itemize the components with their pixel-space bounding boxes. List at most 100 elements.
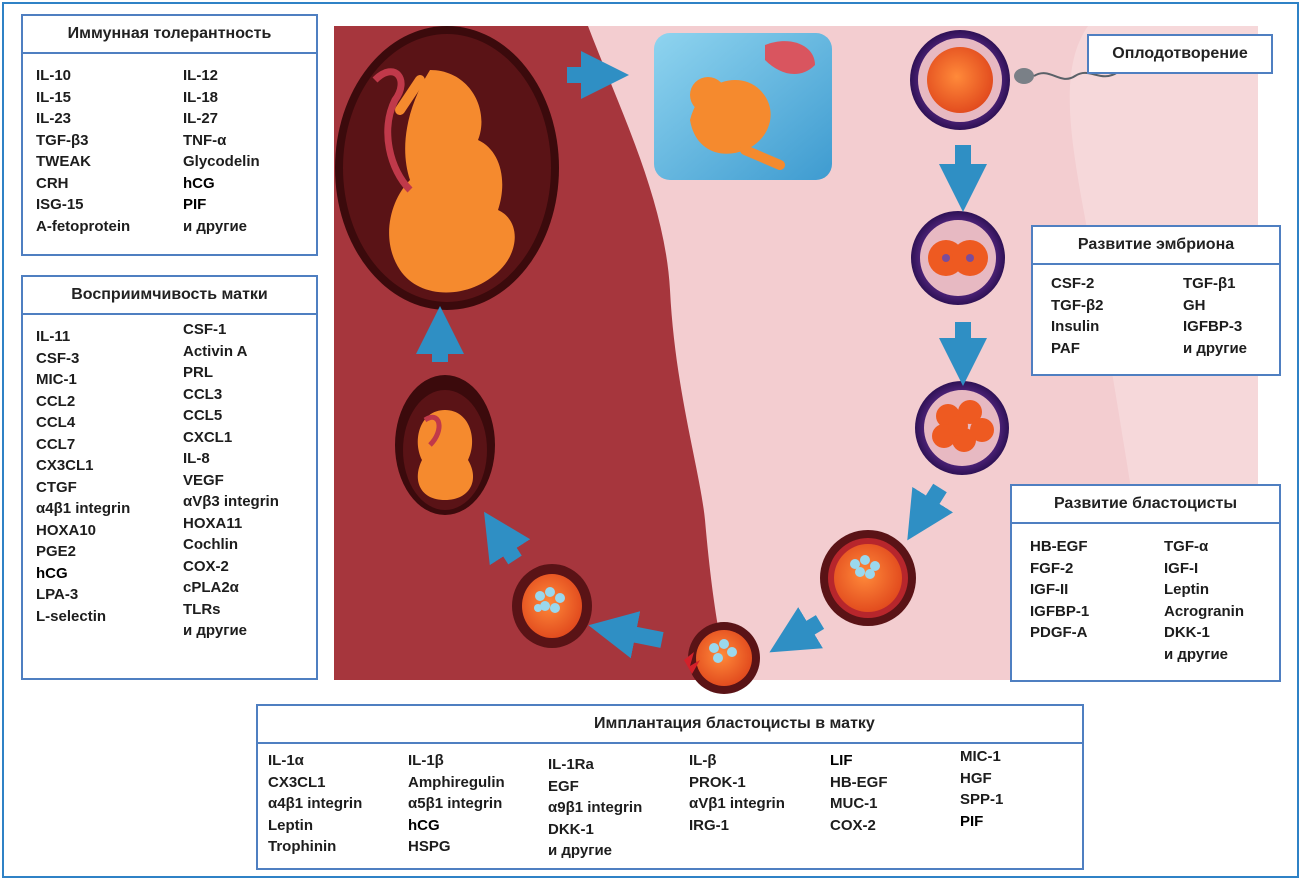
list-item: CX3CL1 (268, 772, 362, 794)
implantation-column-3: IL-1Ra EGF α9β1 integrin DKK-1 и другие (548, 754, 642, 862)
receptivity-left-column: IL-11 CSF-3 MIC-1 CCL2 CCL4 CCL7 CX3CL1 … (36, 326, 130, 627)
list-item: MIC-1 (960, 746, 1003, 768)
two-cell-embryo-icon (911, 211, 1005, 305)
list-item: TGF-β2 (1051, 295, 1104, 317)
list-item: IGF-II (1030, 579, 1089, 601)
blastocyst-development-box: Развитие бластоцисты HB-EGF FGF-2 IGF-II… (1010, 484, 1281, 682)
list-item: CSF-3 (36, 348, 130, 370)
list-item: CTGF (36, 477, 130, 499)
list-item: CSF-1 (183, 319, 279, 341)
list-item: FGF-2 (1030, 558, 1089, 580)
list-item: PIF (183, 194, 260, 216)
list-item: и другие (183, 216, 260, 238)
list-item: PROK-1 (689, 772, 785, 794)
list-item: TGF-β1 (1183, 273, 1247, 295)
list-item: HOXA10 (36, 520, 130, 542)
list-item: LIF (830, 750, 888, 772)
list-item: HB-EGF (1030, 536, 1089, 558)
list-item: IGFBP-1 (1030, 601, 1089, 623)
list-item: α4β1 integrin (36, 498, 130, 520)
list-item: Insulin (1051, 316, 1104, 338)
embryo-left-column: CSF-2 TGF-β2 Insulin PAF (1051, 273, 1104, 359)
list-item: hCG (36, 563, 130, 585)
list-item: COX-2 (183, 556, 279, 578)
list-item: αVβ3 integrin (183, 491, 279, 513)
implantation-column-2: IL-1β Amphiregulin α5β1 integrin hCG HSP… (408, 750, 505, 858)
list-item: IL-15 (36, 87, 130, 109)
list-item: MUC-1 (830, 793, 888, 815)
list-item: Leptin (1164, 579, 1244, 601)
list-item: CXCL1 (183, 427, 279, 449)
implantation-column-1: IL-1α CX3CL1 α4β1 integrin Leptin Trophi… (268, 750, 362, 858)
blastocyst-left-column: HB-EGF FGF-2 IGF-II IGFBP-1 PDGF-A (1030, 536, 1089, 644)
fetus-large-icon (335, 26, 559, 310)
list-item: CCL3 (183, 384, 279, 406)
list-item: HOXA11 (183, 513, 279, 535)
fertilization-label: Оплодотворение (1087, 34, 1273, 74)
arrow-attach-left (612, 630, 662, 640)
implantation-column-4: IL-β PROK-1 αVβ1 integrin IRG-1 (689, 750, 785, 836)
list-item: и другие (183, 620, 279, 642)
list-item: и другие (548, 840, 642, 862)
list-item: CCL2 (36, 391, 130, 413)
list-item: HSPG (408, 836, 505, 858)
list-item: IL-1β (408, 750, 505, 772)
list-item: cPLA2α (183, 577, 279, 599)
list-item: CX3CL1 (36, 455, 130, 477)
implantation-column-5: LIF HB-EGF MUC-1 COX-2 (830, 750, 888, 836)
list-item: COX-2 (830, 815, 888, 837)
list-item: IGF-I (1164, 558, 1244, 580)
list-item: A-fetoprotein (36, 216, 130, 238)
list-item: и другие (1183, 338, 1247, 360)
list-item: EGF (548, 776, 642, 798)
list-item: hCG (183, 173, 260, 195)
list-item: Amphiregulin (408, 772, 505, 794)
list-item: и другие (1164, 644, 1244, 666)
list-item: αVβ1 integrin (689, 793, 785, 815)
list-item: PRL (183, 362, 279, 384)
receptivity-right-column: CSF-1 Activin A PRL CCL3 CCL5 CXCL1 IL-8… (183, 319, 279, 642)
blastocyst-development-title: Развитие бластоцисты (1012, 486, 1279, 524)
list-item: TNF-α (183, 130, 260, 152)
list-item: Cochlin (183, 534, 279, 556)
list-item: HB-EGF (830, 772, 888, 794)
list-item: α5β1 integrin (408, 793, 505, 815)
list-item: α9β1 integrin (548, 797, 642, 819)
list-item: MIC-1 (36, 369, 130, 391)
implanted-blastocyst-icon (512, 564, 592, 648)
embryo-right-column: TGF-β1 GH IGFBP-3 и другие (1183, 273, 1247, 359)
list-item: Glycodelin (183, 151, 260, 173)
list-item: SPP-1 (960, 789, 1003, 811)
list-item: IL-1Ra (548, 754, 642, 776)
immune-right-column: IL-12 IL-18 IL-27 TNF-α Glycodelin hCG P… (183, 65, 260, 237)
uterine-receptivity-box: Восприимчивость матки IL-11 CSF-3 MIC-1 … (21, 275, 318, 680)
list-item: Trophinin (268, 836, 362, 858)
embryo-development-title: Развитие эмбриона (1033, 227, 1279, 265)
list-item: CCL4 (36, 412, 130, 434)
newborn-icon (654, 33, 832, 180)
list-item: TGF-α (1164, 536, 1244, 558)
blastocyst-right-column: TGF-α IGF-I Leptin Acrogranin DKK-1 и др… (1164, 536, 1244, 665)
list-item: IL-27 (183, 108, 260, 130)
list-item: hCG (408, 815, 505, 837)
list-item: IGFBP-3 (1183, 316, 1247, 338)
implantation-box: Имплантация бластоцисты в матку IL-1α CX… (256, 704, 1084, 870)
list-item: ISG-15 (36, 194, 130, 216)
list-item: DKK-1 (548, 819, 642, 841)
immune-tolerance-box: Иммунная толерантность IL-10 IL-15 IL-23… (21, 14, 318, 256)
list-item: TGF-β3 (36, 130, 130, 152)
list-item: VEGF (183, 470, 279, 492)
list-item: IL-1α (268, 750, 362, 772)
list-item: HGF (960, 768, 1003, 790)
list-item: IL-11 (36, 326, 130, 348)
list-item: CCL5 (183, 405, 279, 427)
list-item: TWEAK (36, 151, 130, 173)
list-item: PDGF-A (1030, 622, 1089, 644)
embryo-development-box: Развитие эмбриона CSF-2 TGF-β2 Insulin P… (1031, 225, 1281, 376)
list-item: PAF (1051, 338, 1104, 360)
list-item: IL-10 (36, 65, 130, 87)
list-item: CRH (36, 173, 130, 195)
implantation-title: Имплантация бластоцисты в матку (258, 706, 1082, 744)
immune-left-column: IL-10 IL-15 IL-23 TGF-β3 TWEAK CRH ISG-1… (36, 65, 130, 237)
list-item: L-selectin (36, 606, 130, 628)
